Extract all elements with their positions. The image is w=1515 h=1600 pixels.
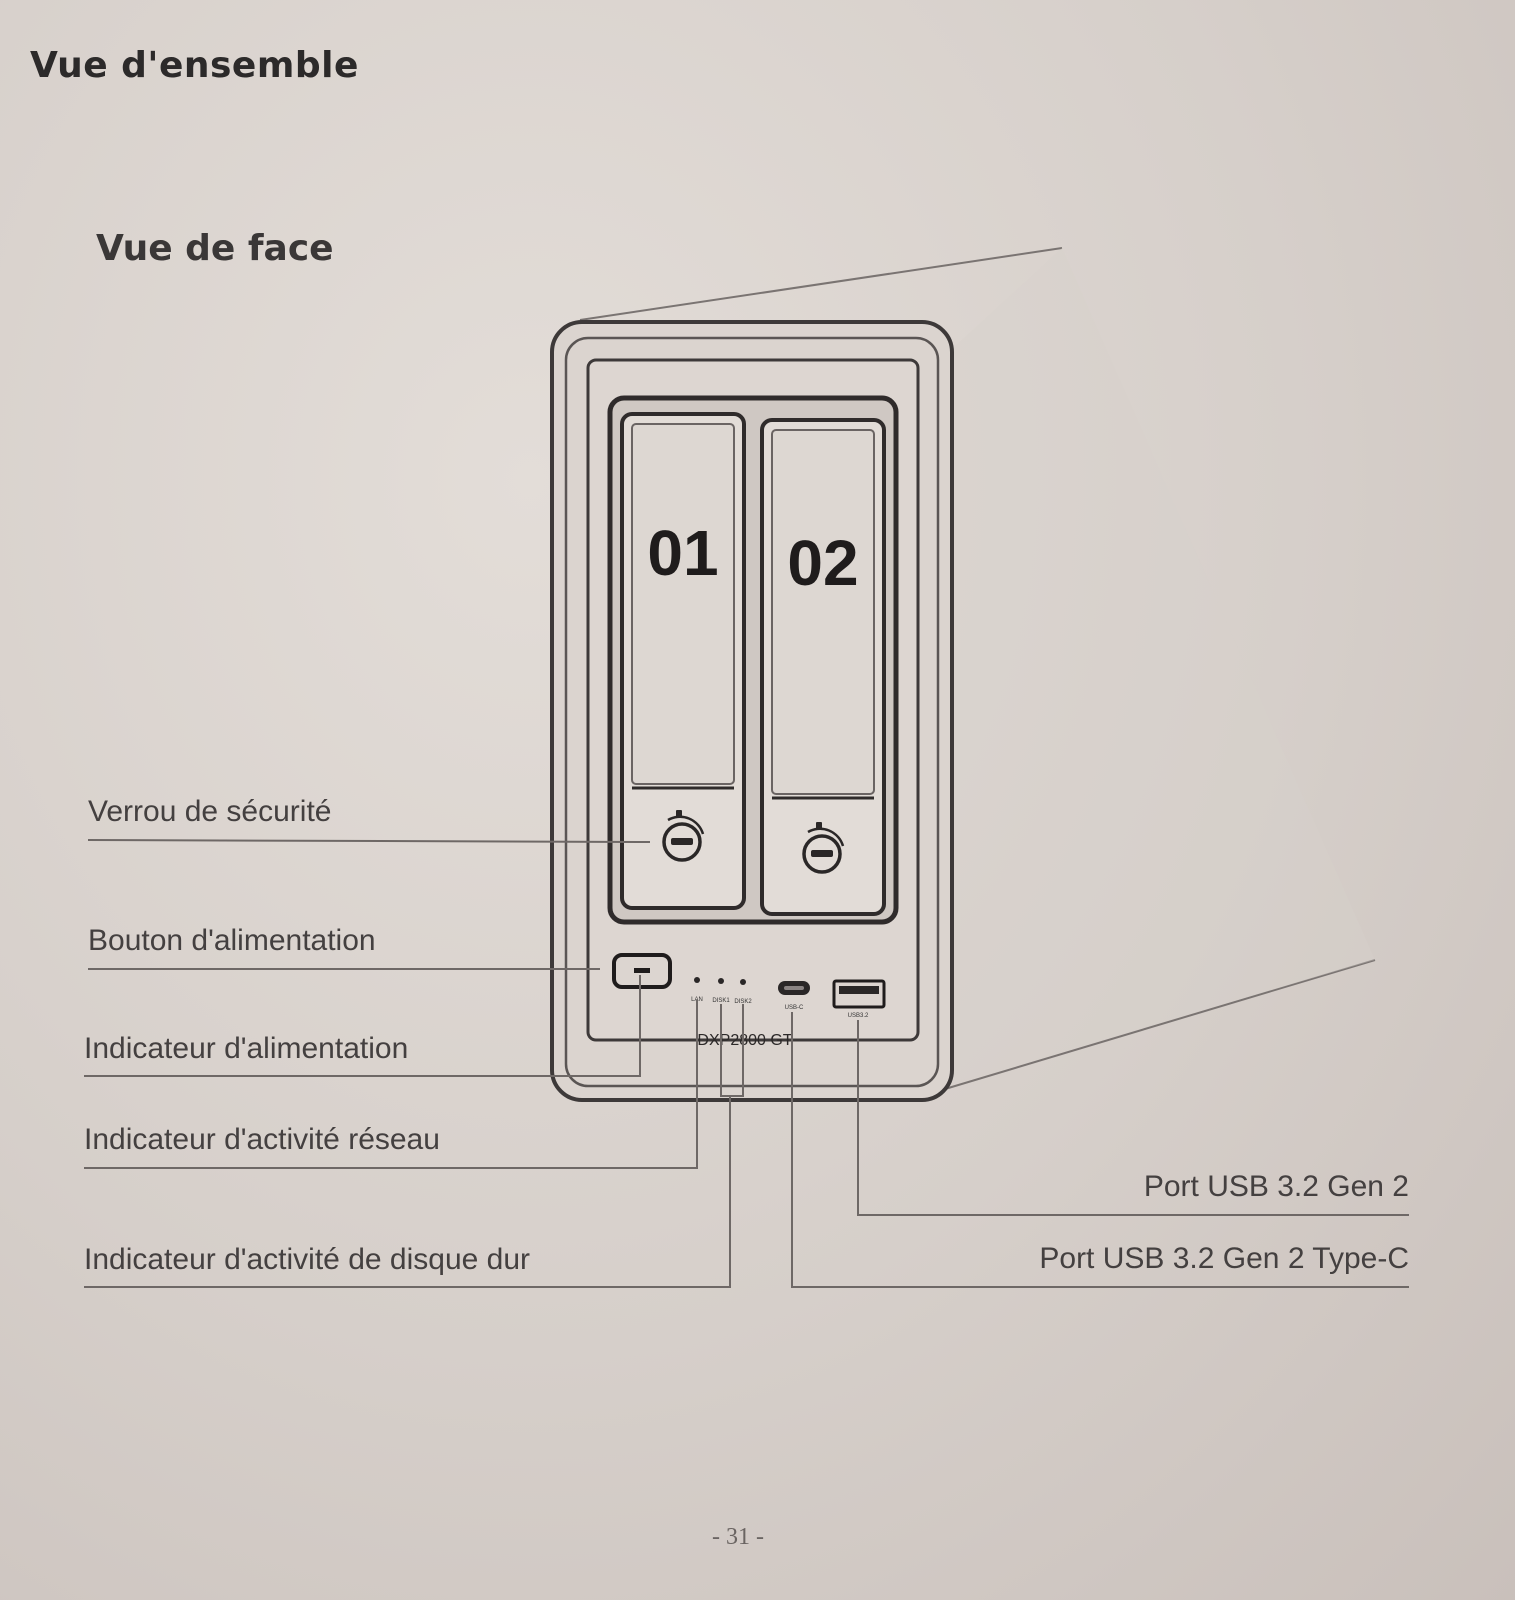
leader-disk-bracket — [720, 1004, 744, 1097]
leader-disk-indicator — [84, 1096, 731, 1288]
leader-usb-port — [857, 1020, 1409, 1216]
label-security-lock: Verrou de sécurité — [88, 795, 332, 828]
label-power-indicator: Indicateur d'alimentation — [84, 1032, 409, 1065]
leader-security-lock — [87, 839, 651, 843]
page-title: Vue d'ensemble — [30, 45, 359, 86]
disk1-led — [718, 978, 724, 984]
bay-1-number: 01 — [647, 517, 718, 589]
enclosure-inner-rim — [564, 336, 940, 1088]
security-lock-2-icon[interactable] — [802, 822, 845, 874]
label-power-button: Bouton d'alimentation — [88, 924, 376, 957]
security-lock-1-icon[interactable] — [662, 810, 705, 862]
leader-usbc-port — [791, 1012, 1409, 1288]
leader-network-indicator — [84, 1000, 698, 1169]
label-disk-indicator: Indicateur d'activité de disque dur — [84, 1243, 531, 1276]
disk2-led-label: DISK2 — [734, 999, 752, 1005]
leader-lines — [84, 839, 1409, 1288]
top-perspective-line — [579, 247, 1063, 321]
bay-2-number: 02 — [787, 527, 858, 599]
side-panel — [930, 248, 1375, 1090]
leader-power-indicator — [84, 975, 641, 1077]
label-usbc-port: Port USB 3.2 Gen 2 Type-C — [1039, 1242, 1409, 1275]
label-network-indicator: Indicateur d'activité réseau — [84, 1123, 440, 1156]
lan-led — [694, 977, 700, 983]
page-number: - 31 - — [712, 1524, 764, 1550]
drive-tray-1[interactable]: 01 — [620, 412, 746, 910]
usba-port-label: USB3.2 — [848, 1013, 869, 1019]
section-title: Vue de face — [96, 228, 334, 269]
disk1-led-label: DISK1 — [712, 998, 730, 1004]
usbc-port-label: USB-C — [785, 1005, 804, 1011]
label-usb-port: Port USB 3.2 Gen 2 — [1143, 1170, 1409, 1203]
power-led — [634, 968, 650, 973]
model-name: DXP2800 GT — [697, 1032, 792, 1049]
bottom-perspective-line — [924, 959, 1376, 1096]
drive-tray-2[interactable]: 02 — [760, 418, 886, 916]
disk2-led — [740, 979, 746, 985]
